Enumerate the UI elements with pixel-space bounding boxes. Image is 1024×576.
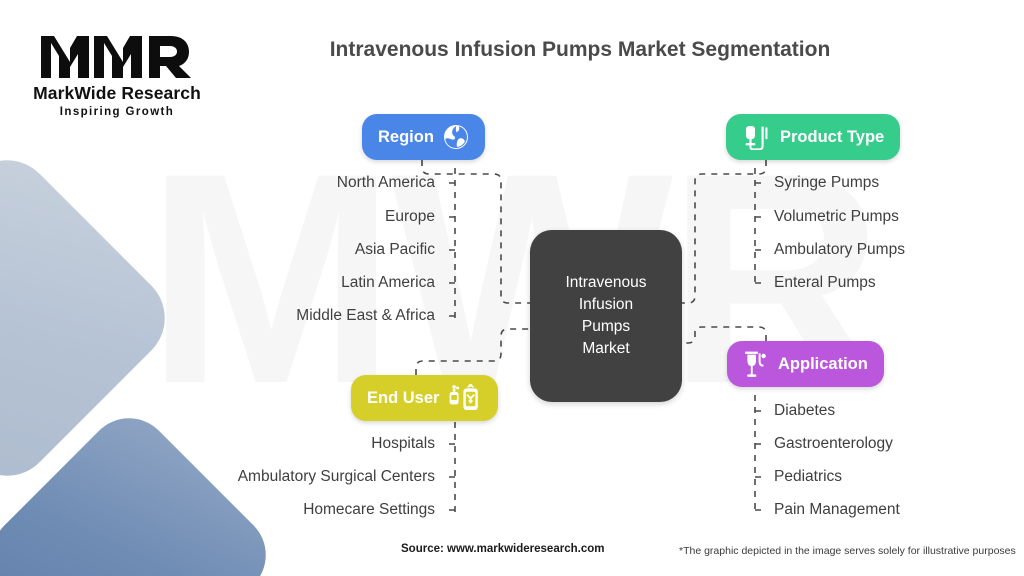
leaf-application-3: Pain Management [774,501,900,518]
wire-application-to-center [682,326,767,344]
leaf-end-user-0: Hospitals [371,435,435,452]
wire-application-branches [755,410,767,511]
brand-logo: MarkWide Research Inspiring Growth [24,28,210,118]
leaf-application-2: Pediatrics [774,468,843,485]
leaf-region-2: Asia Pacific [354,241,435,258]
logo-tagline: Inspiring Growth [59,106,175,118]
leaf-product-type-1: Volumetric Pumps [774,208,899,225]
leaf-application-1: Gastroenterology [774,435,893,452]
page-title: Intravenous Infusion Pumps Market Segmen… [329,38,831,61]
leaf-region-0: North America [336,174,435,191]
globe-icon [443,124,469,150]
category-badge-application[interactable]: Application [727,341,884,387]
wire-enduser-branches [443,443,455,511]
category-badge-end-user[interactable]: End User [351,375,499,421]
center-node-line-3: Pumps [581,318,631,335]
category-label-product-type: Product Type [780,127,885,146]
infusion-pump-icon [742,124,770,150]
wire-product-branches [755,182,767,284]
leaf-end-user-2: Homecare Settings [303,501,435,518]
leaf-application-0: Diabetes [774,402,836,419]
category-label-end-user: End User [367,388,440,407]
leaf-region-4: Middle East & Africa [296,307,435,324]
leaf-product-type-2: Ambulatory Pumps [774,241,905,258]
category-badge-region[interactable]: Region [362,114,485,160]
mwr-logo-icon [41,36,191,78]
center-node: Intravenous Infusion Pumps Market [530,230,682,402]
leaf-product-type-3: Enteral Pumps [774,274,876,291]
category-label-application: Application [778,354,868,373]
leaf-end-user-1: Ambulatory Surgical Centers [237,468,435,485]
category-badge-product-type[interactable]: Product Type [726,114,901,160]
center-node-line-4: Market [582,340,630,357]
leaf-region-1: Europe [385,208,435,225]
wire-region-to-center [421,160,530,304]
wire-enduser-to-center [415,328,530,375]
iv-drip-icon [743,350,767,378]
center-node-line-1: Intravenous [565,274,647,291]
category-label-region: Region [378,127,434,146]
leaf-product-type-0: Syringe Pumps [774,174,880,191]
sanitizer-and-device-icon [448,384,482,412]
source-label: Source: www.markwideresearch.com [401,543,605,555]
center-node-line-2: Infusion [578,296,634,313]
leaf-region-3: Latin America [341,274,435,291]
logo-company-name: MarkWide Research [33,83,201,103]
wire-product-to-center [682,160,767,304]
disclaimer-text: *The graphic depicted in the image serve… [679,545,1016,557]
wire-region-branches [443,182,455,317]
